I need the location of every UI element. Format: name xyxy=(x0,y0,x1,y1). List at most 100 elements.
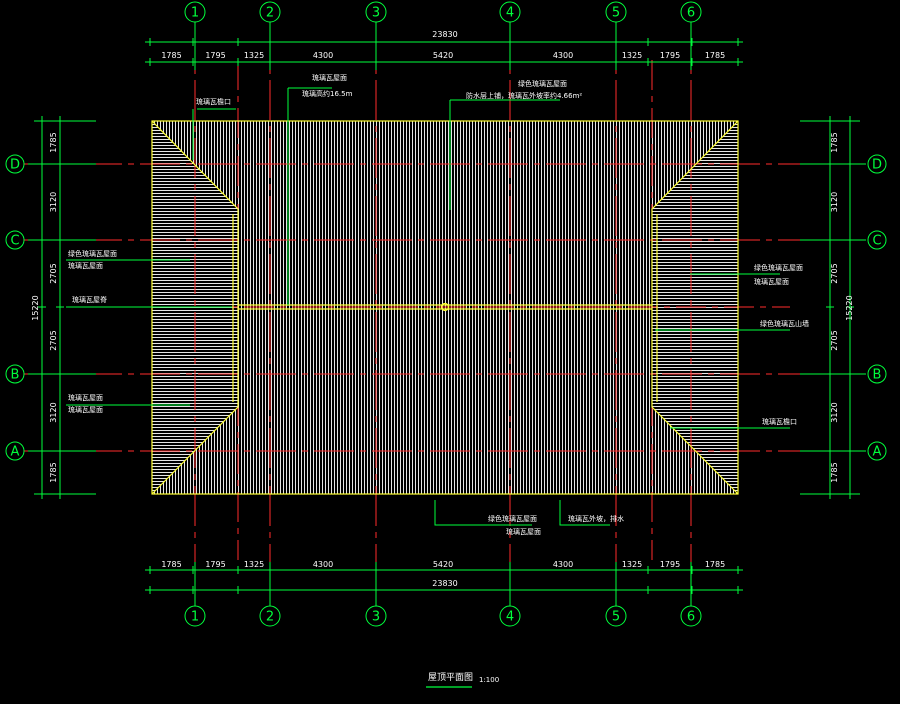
dim-right-seg-2: 2705 xyxy=(830,263,839,283)
dim-bottom-seg-5: 4300 xyxy=(553,560,573,569)
drawing-title-block: 屋顶平面图 1:100 xyxy=(426,672,499,688)
note-top-2a: 琉璃瓦屋面 xyxy=(312,73,347,82)
dim-top-seg-2: 1325 xyxy=(244,51,264,60)
note-top-3b: 防水层上铺，琉璃瓦外坡率约4.66m² xyxy=(466,91,582,100)
dim-right-seg-0: 1785 xyxy=(830,132,839,152)
dim-left-seg-1: 3120 xyxy=(49,192,58,212)
dim-left-total: 15220 xyxy=(31,295,40,320)
axis-bubble-top-2: 2 xyxy=(259,1,281,23)
axis-bubble-right-1-label: D xyxy=(872,158,882,173)
note-left-2: 琉璃瓦屋脊 xyxy=(72,295,107,304)
axis-bubble-right-2: C xyxy=(867,230,887,250)
axis-bubble-right-1-circle xyxy=(867,154,887,174)
axis-bubble-right-3: B xyxy=(867,364,887,384)
leader-bottom-1 xyxy=(434,500,532,526)
axis-bubble-top-3-label: 3 xyxy=(372,6,380,21)
dim-top-seg-3: 4300 xyxy=(313,51,333,60)
dim-bottom-seg-8: 1785 xyxy=(705,560,725,569)
note-left-3b: 琉璃瓦屋面 xyxy=(68,405,103,414)
axis-bubble-right-4-circle xyxy=(867,441,887,461)
axis-bubble-top-5-label: 5 xyxy=(612,6,620,21)
axis-bubble-left-4-label: A xyxy=(11,445,20,460)
axis-bubble-top-3: 3 xyxy=(365,1,387,23)
dim-left-seg-4: 3120 xyxy=(49,402,58,422)
note-right-1a: 绿色琉璃瓦屋面 xyxy=(754,263,803,272)
dim-top-total: 23830 xyxy=(432,30,457,39)
dim-bottom-seg-6: 1325 xyxy=(622,560,642,569)
axis-bubble-bottom-6: 6 xyxy=(680,605,702,627)
axis-bubble-left-2-circle xyxy=(5,230,25,250)
roof-face-center xyxy=(238,209,652,407)
axis-bubble-right-2-label: C xyxy=(872,234,881,249)
dim-bottom-seg-7: 1795 xyxy=(660,560,680,569)
dim-left-seg-2: 2705 xyxy=(49,263,58,283)
dim-bottom-seg-1: 1795 xyxy=(205,560,225,569)
note-bottom-2: 琉璃瓦外坡，排水 xyxy=(568,514,624,523)
dim-bottom-total: 23830 xyxy=(432,579,457,588)
dim-top-seg-4: 5420 xyxy=(433,51,453,60)
axis-bubble-bottom-2: 2 xyxy=(259,605,281,627)
dim-top-seg-6: 1325 xyxy=(622,51,642,60)
dim-top-seg-0: 1785 xyxy=(161,51,181,60)
axis-bubble-left-1: D xyxy=(5,154,25,174)
axis-bubble-left-1-label: D xyxy=(10,158,20,173)
axis-bubble-left-4: A xyxy=(5,441,25,461)
axis-bubble-right-2-circle xyxy=(867,230,887,250)
annotation-notes: 琉璃瓦檐口 琉璃瓦屋面 琉璃高约16.5m 绿色琉璃瓦屋面 防水层上铺，琉璃瓦外… xyxy=(68,73,809,536)
dim-top-seg-8: 1785 xyxy=(705,51,725,60)
dim-right-seg-4: 3120 xyxy=(830,402,839,422)
leader-lines xyxy=(66,87,790,526)
note-left-1b: 琉璃瓦屋面 xyxy=(68,261,103,270)
dimension-texts: 23830 23830 15220 15220 xyxy=(31,30,854,588)
left-hip-ridges xyxy=(151,120,239,495)
axis-bubble-right-1: D xyxy=(867,154,887,174)
dim-right-seg-5: 1785 xyxy=(830,462,839,482)
note-bottom-1b: 琉璃瓦屋面 xyxy=(506,527,541,536)
axis-bubble-top-6: 6 xyxy=(680,1,702,23)
roof-outline xyxy=(151,120,739,495)
axis-bubble-top-1-label: 1 xyxy=(191,6,199,21)
dimension-lines xyxy=(28,30,866,598)
axis-bubble-left-3-label: B xyxy=(11,368,20,383)
right-hip-ridges xyxy=(651,120,739,495)
axis-bubble-right-3-label: B xyxy=(873,368,882,383)
dim-bottom-seg-4: 5420 xyxy=(433,560,453,569)
dim-right-total: 15220 xyxy=(845,295,854,320)
note-top-3a: 绿色琉璃瓦屋面 xyxy=(518,79,567,88)
axis-bubble-top-6-label: 6 xyxy=(687,6,695,21)
note-bottom-1a: 绿色琉璃瓦屋面 xyxy=(488,514,537,523)
dim-right-seg-1: 3120 xyxy=(830,192,839,212)
axis-bubble-bottom-2-label: 2 xyxy=(266,610,274,625)
axis-bubble-left-4-circle xyxy=(5,441,25,461)
axis-bubble-left-2: C xyxy=(5,230,25,250)
note-left-1a: 绿色琉璃瓦屋面 xyxy=(68,249,117,258)
axis-bubble-right-3-circle xyxy=(867,364,887,384)
dim-bottom-seg-2: 1325 xyxy=(244,560,264,569)
axis-bubble-top-4-label: 4 xyxy=(506,6,514,21)
dim-bottom-seg-0: 1785 xyxy=(161,560,181,569)
note-top-1: 琉璃瓦檐口 xyxy=(196,97,231,106)
note-left-3a: 琉璃瓦屋面 xyxy=(68,393,103,402)
dimension-segment-texts: 1785 1785 1795 1795 1325 1325 4300 4300 5420 5420… xyxy=(49,51,839,569)
axis-bubble-left-2-label: C xyxy=(10,234,19,249)
dim-left-seg-5: 1785 xyxy=(49,462,58,482)
dim-left-seg-0: 1785 xyxy=(49,132,58,152)
note-right-3: 琉璃瓦檐口 xyxy=(762,417,797,426)
leader-bottom-2 xyxy=(559,500,610,526)
axis-bubble-bottom-1: 1 xyxy=(184,605,206,627)
axis-bubble-bottom-4-label: 4 xyxy=(506,610,514,625)
dim-top-seg-5: 4300 xyxy=(553,51,573,60)
axis-bubble-left-3: B xyxy=(5,364,25,384)
drawing-scale: 1:100 xyxy=(479,676,499,684)
axis-bubble-bottom-5: 5 xyxy=(605,605,627,627)
note-right-1b: 琉璃瓦屋面 xyxy=(754,277,789,286)
axis-bubble-right-4-label: A xyxy=(873,445,882,460)
dim-bottom-seg-3: 4300 xyxy=(313,560,333,569)
axis-bubble-bottom-4: 4 xyxy=(499,605,521,627)
roof-face-top xyxy=(152,121,738,209)
axis-bubble-bottom-6-label: 6 xyxy=(687,610,695,625)
axis-bubble-top-2-label: 2 xyxy=(266,6,274,21)
axis-bubble-bottom-1-label: 1 xyxy=(191,610,199,625)
